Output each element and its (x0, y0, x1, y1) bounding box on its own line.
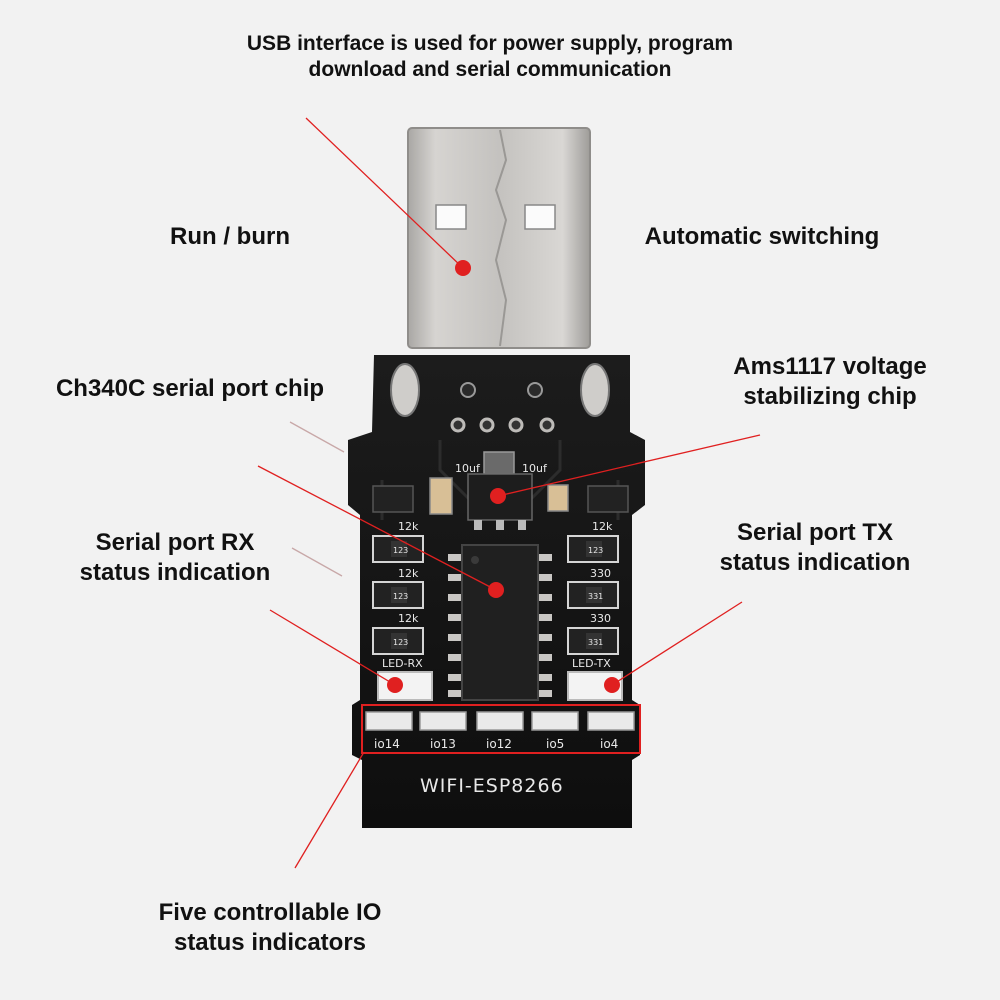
res-left-mid-label: 12k (398, 567, 419, 580)
resistors-left: 123 12k 123 12k 123 12k (372, 520, 424, 655)
res-code-1: 123 (393, 546, 408, 555)
res-right-mid-label: 330 (590, 567, 611, 580)
res-code-4: 123 (588, 546, 603, 555)
tx-label: Serial port TX status indication (680, 518, 950, 578)
dot-usb (455, 260, 471, 276)
dot-tx (604, 677, 620, 693)
usb-connector (407, 127, 591, 349)
ams1117-label: Ams1117 voltage stabilizing chip (690, 352, 970, 412)
usb-caption: USB interface is used for power supply, … (160, 31, 820, 84)
usb-caption-line2: download and serial communication (308, 58, 672, 82)
rx-label-line2: status indication (79, 559, 271, 586)
dot-ch340c (488, 582, 504, 598)
capacitor-right (547, 484, 569, 512)
tx-label-line1: Serial port TX (736, 519, 894, 546)
usb-window-left (435, 204, 467, 230)
res-code-5: 331 (588, 592, 603, 601)
io-highlight-box (361, 704, 641, 754)
io-label-5: io4 (600, 737, 618, 751)
io-label-2: io13 (430, 737, 456, 751)
mount-hole-right (580, 363, 610, 417)
auto-switch-label: Automatic switching (644, 223, 880, 250)
io-label-1: io14 (374, 737, 400, 751)
io-leds: io14 io13 io12 io5 io4 (365, 711, 635, 751)
io-indicators-label-line2: status indicators (173, 929, 367, 956)
io-label-4: io5 (546, 737, 564, 751)
res-left-bot-label: 12k (398, 612, 419, 625)
ch340c-label: Ch340C serial port chip (55, 375, 325, 402)
usb-window-right (524, 204, 556, 230)
board-name: WIFI-ESP8266 (420, 775, 564, 797)
dot-ams1117 (490, 488, 506, 504)
led-rx-label: LED-RX (382, 657, 423, 670)
io-indicators-label-line1: Five controllable IO (158, 899, 382, 926)
cap-right-label: 10uf (522, 462, 548, 475)
capacitor-left (429, 477, 453, 515)
rx-label-line1: Serial port RX (95, 529, 255, 556)
dot-rx (387, 677, 403, 693)
led-tx-label: LED-TX (572, 657, 611, 670)
ams1117-label-line1: Ams1117 voltage (733, 353, 927, 380)
annotation-lines (257, 117, 761, 869)
rx-label: Serial port RX status indication (40, 528, 310, 588)
res-right-top-label: 12k (592, 520, 613, 533)
res-code-2: 123 (393, 592, 408, 601)
res-code-6: 331 (588, 638, 603, 647)
resistors-right: 123 12k 331 330 331 330 (567, 520, 619, 655)
cap-left-label: 10uf (455, 462, 481, 475)
ams1117-label-line2: stabilizing chip (743, 383, 917, 410)
io-label-3: io12 (486, 737, 512, 751)
io-indicators-label: Five controllable IO status indicators (120, 898, 420, 958)
res-left-top-label: 12k (398, 520, 419, 533)
res-code-3: 123 (393, 638, 408, 647)
ch340c-chip (448, 544, 552, 701)
run-burn-label: Run / burn (170, 223, 290, 250)
led-rx (377, 671, 433, 701)
annotation-dots (387, 260, 620, 693)
res-right-bot-label: 330 (590, 612, 611, 625)
usb-caption-line1: USB interface is used for power supply, … (246, 32, 734, 55)
tx-label-line2: status indication (719, 549, 911, 576)
mount-hole-left (390, 363, 420, 417)
annotation-lines-faint (289, 421, 345, 577)
